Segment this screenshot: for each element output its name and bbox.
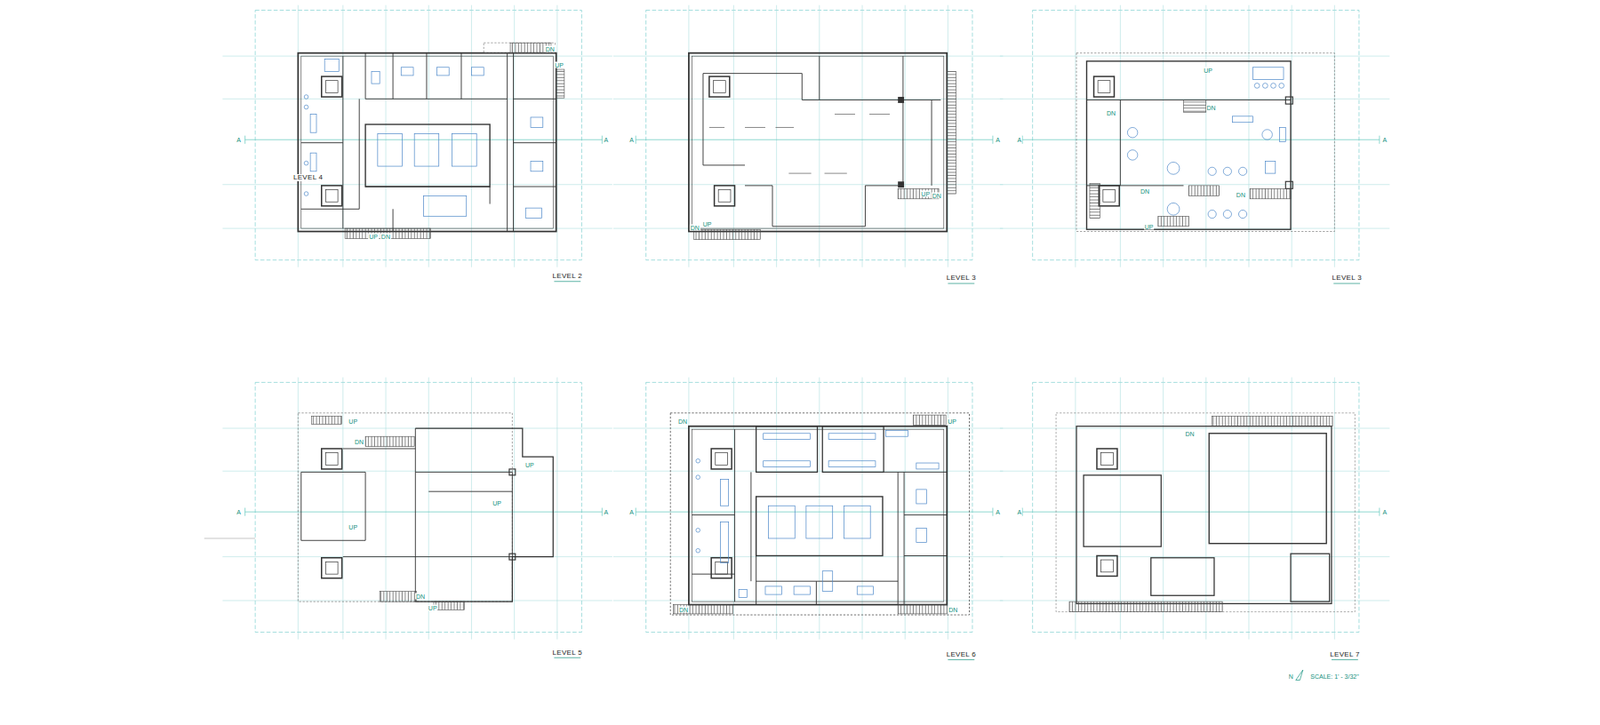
plan-annotation: DN	[544, 46, 556, 53]
plan-annotation: UP	[347, 417, 359, 424]
plan-annotation: A	[1016, 136, 1023, 144]
plan-annotation: A	[1381, 136, 1388, 144]
plan-annotation: DN	[415, 593, 426, 600]
plan-annotation: A	[628, 136, 635, 144]
plan-annotation: A	[628, 509, 635, 516]
plan-annotation: DN	[1206, 104, 1217, 111]
plan-annotation: UP	[524, 462, 536, 469]
plan-annotation: SCALE: 1' - 3/32"	[1309, 672, 1360, 680]
plan-annotation: A	[603, 509, 610, 516]
plan-annotation: DN	[677, 417, 688, 424]
level-title: LEVEL 6	[945, 651, 977, 659]
plan-annotation: DN	[353, 438, 365, 445]
plan-annotation: UP	[1144, 223, 1155, 230]
level-title: LEVEL 4	[292, 174, 324, 182]
plan-annotation: UP	[491, 499, 503, 506]
plan-annotation: UP	[553, 62, 565, 69]
plan-annotation: UP	[920, 191, 931, 198]
level-title: LEVEL 5	[552, 649, 584, 657]
plan-annotation: UP	[1202, 67, 1214, 74]
plan-annotation: A	[994, 136, 1001, 144]
level-title: LEVEL 3	[1331, 274, 1363, 282]
plan-annotation: UP	[347, 524, 359, 531]
plan-annotation: DN	[947, 607, 959, 614]
plan-annotation: DN	[380, 233, 392, 240]
plan-annotation: UP	[368, 233, 379, 240]
plan-annotation: A	[235, 509, 242, 516]
plan-annotation: N	[1288, 672, 1295, 680]
plan-annotation: A	[1381, 509, 1388, 516]
level-title: LEVEL 3	[945, 274, 977, 282]
plan-annotation: A	[235, 136, 242, 144]
plan-annotation: DN	[1139, 187, 1151, 194]
plan-annotation: DN	[931, 192, 943, 200]
plan-annotation: DN	[1184, 430, 1195, 437]
plan-annotation: DN	[1235, 192, 1247, 199]
level-title: LEVEL 2	[552, 272, 584, 280]
plan-annotation: A	[603, 136, 610, 144]
level-title: LEVEL 7	[1328, 651, 1360, 659]
plan-annotation: A	[1016, 509, 1023, 516]
plan-annotation: DN	[1105, 110, 1117, 117]
plan-annotation: DN	[689, 224, 701, 231]
plan-annotation: A	[994, 509, 1001, 516]
plan-annotation: UP	[427, 605, 439, 612]
plan-annotation: DN	[678, 607, 689, 614]
plan-annotation: UP	[946, 417, 958, 424]
plan-annotation: UP	[702, 221, 713, 228]
